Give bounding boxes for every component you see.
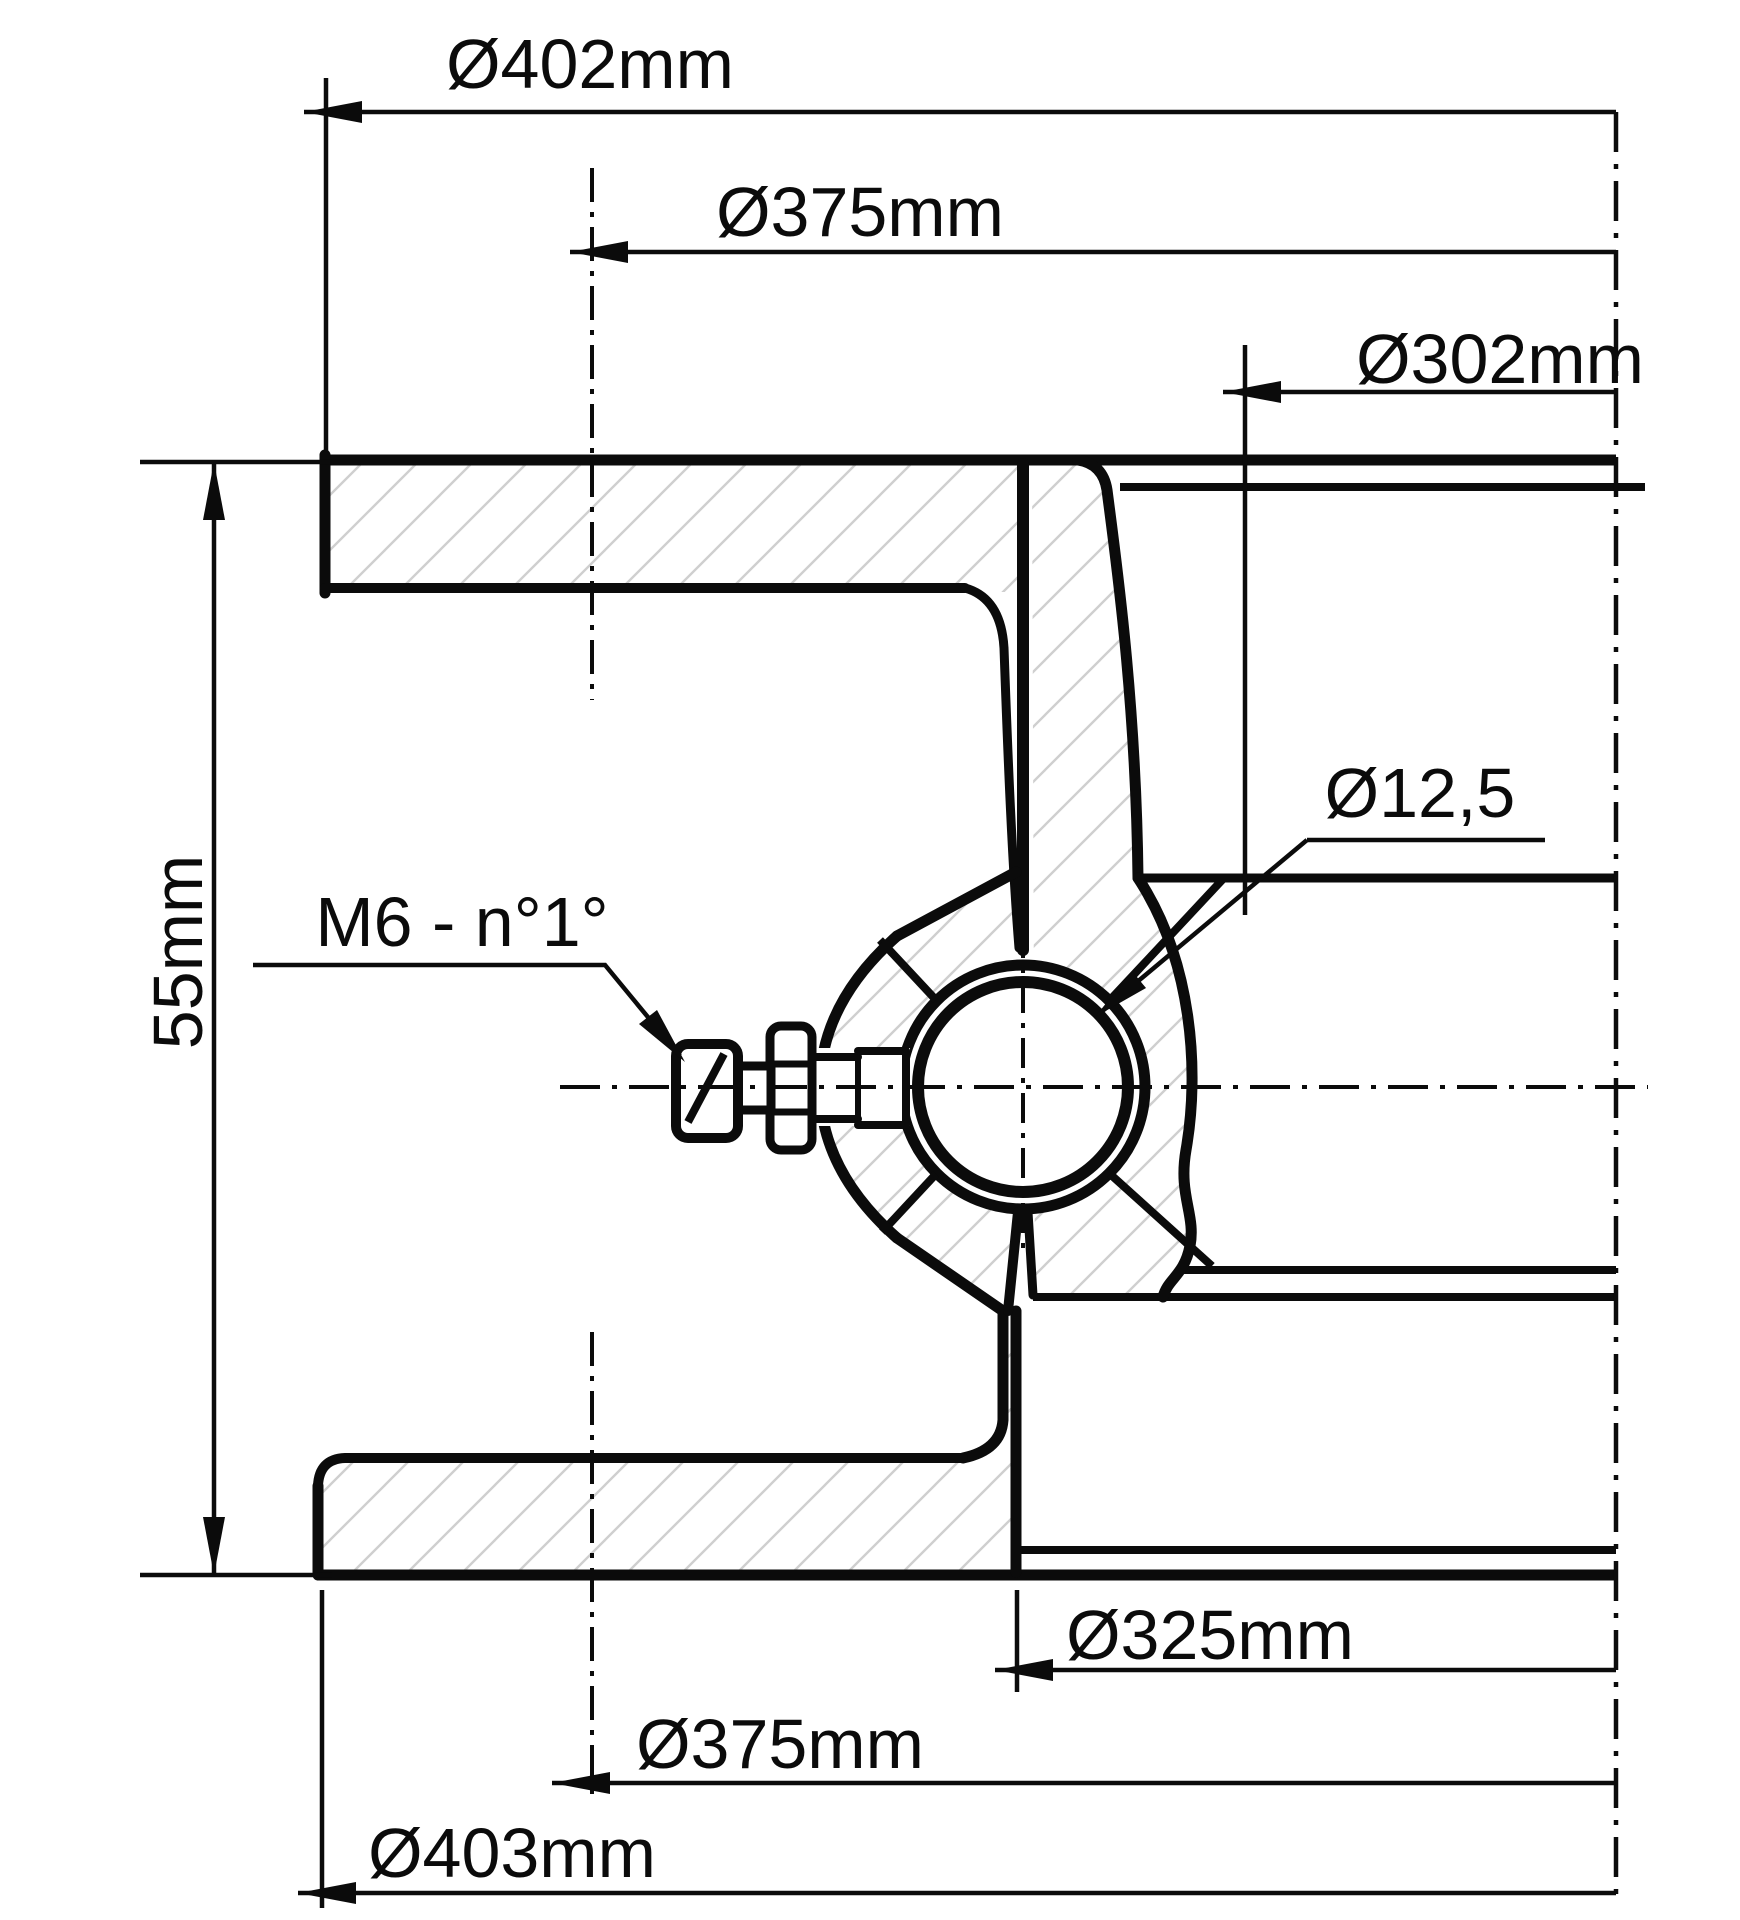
arrow-dia375-bottom	[552, 1772, 610, 1794]
inner-web-right-edge	[1072, 454, 1144, 884]
arrow-dia325	[995, 1659, 1053, 1681]
arrow-dia125-leader	[1095, 971, 1146, 1017]
label-dia402: Ø402mm	[446, 25, 734, 103]
arrow-height55-up	[203, 462, 225, 520]
label-dia302: Ø302mm	[1356, 320, 1644, 398]
label-height55: 55mm	[139, 855, 217, 1049]
dimensions	[140, 78, 1616, 1908]
inner-ring-skirt	[1132, 872, 1198, 1303]
label-dia375-bottom: Ø375mm	[636, 1705, 924, 1783]
contact-line-se	[1107, 1171, 1215, 1269]
arrow-height55-down	[203, 1517, 225, 1575]
arrow-dia403	[298, 1882, 356, 1904]
top-flange-fillet-web	[960, 583, 1024, 953]
label-dia325: Ø325mm	[1066, 1596, 1354, 1674]
label-dia403: Ø403mm	[368, 1814, 656, 1892]
cup-shoulder-top-left	[891, 866, 1022, 942]
label-dia125: Ø12,5	[1325, 754, 1516, 832]
outer-ring-lower-fill	[318, 870, 1016, 1573]
label-m6-grease: M6 - n°1°	[315, 883, 608, 961]
arrow-dia302	[1223, 381, 1281, 403]
seam-lower-right	[1023, 1207, 1038, 1300]
cup-shoulder-bottom-left	[891, 1232, 1009, 1317]
label-dia375-top: Ø375mm	[716, 173, 1004, 251]
contact-line-sw	[879, 1171, 939, 1235]
seam-lower-left	[1003, 1207, 1023, 1316]
arrow-dia402	[304, 101, 362, 123]
outer-ring-top-flange-fill	[325, 458, 1020, 592]
arrow-dia375-top	[570, 241, 628, 263]
arrowheads	[203, 101, 1281, 1904]
labels: Ø402mm Ø375mm Ø302mm Ø12,5 M6 - n°1° 55m…	[139, 25, 1644, 1892]
lower-neck-left	[957, 1305, 1009, 1464]
centerlines	[560, 112, 1648, 1905]
arrow-m6-leader	[639, 1010, 685, 1062]
